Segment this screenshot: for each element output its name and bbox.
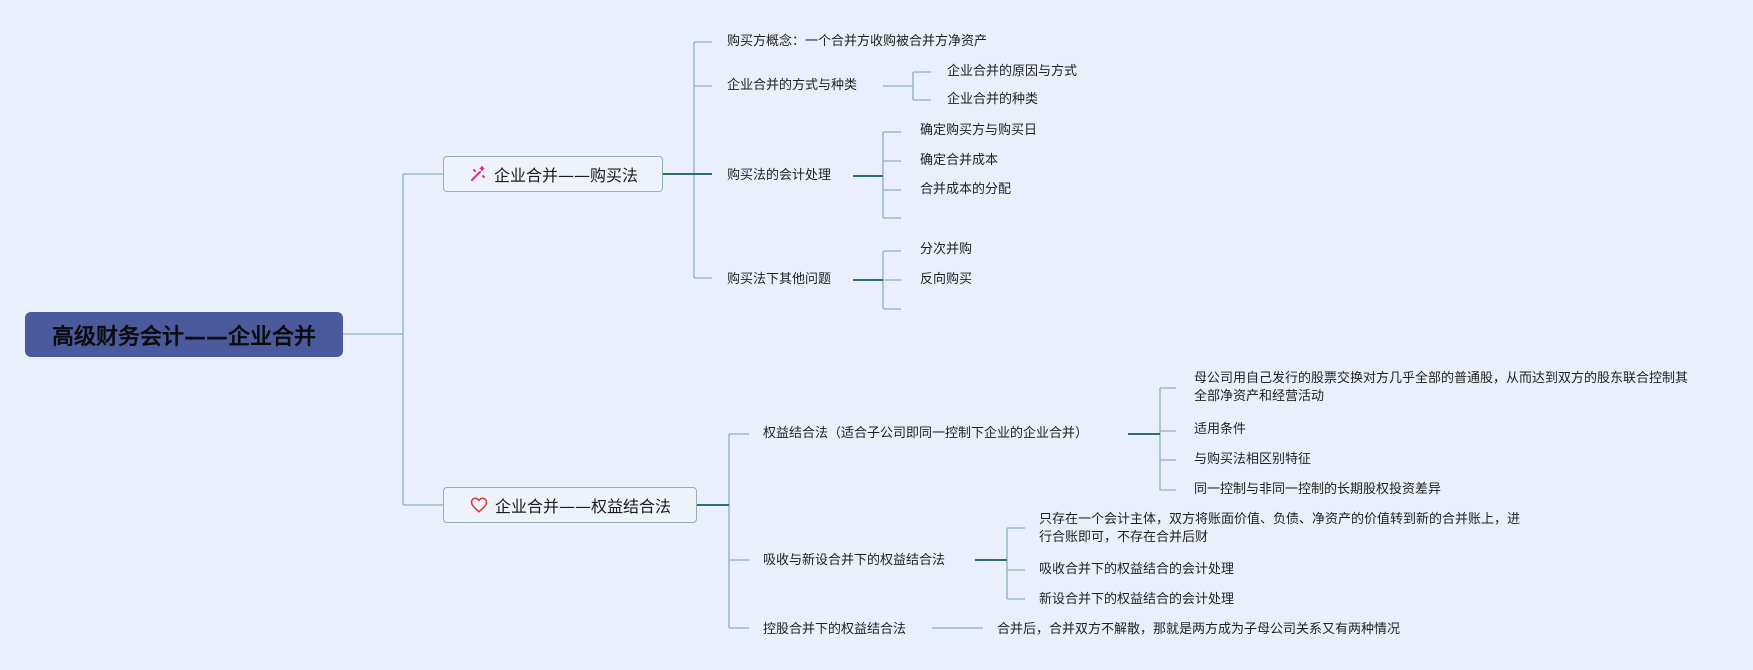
heart-icon bbox=[469, 495, 489, 515]
holding-node[interactable]: 控股合并下的权益结合法 bbox=[763, 621, 906, 639]
branch-purchase-method[interactable]: 企业合并——购买法 bbox=[443, 156, 663, 192]
absorb-node[interactable]: 吸收与新设合并下的权益结合法 bbox=[763, 552, 945, 570]
list-item[interactable]: 母公司用自己发行的股票交换对方几乎全部的普通股，从而达到双方的股东联合控制其全部… bbox=[1194, 370, 1694, 406]
item-label: 确定合并成本 bbox=[920, 153, 999, 168]
item-label: 确定购买方与购买日 bbox=[920, 123, 1038, 138]
root-label: 高级财务会计——企业合并 bbox=[51, 324, 316, 350]
list-item[interactable]: 反向购买 bbox=[920, 271, 972, 289]
list-item[interactable]: 只存在一个会计主体，双方将账面价值、负债、净资产的价值转到新的合并账上，进行合账… bbox=[1039, 511, 1529, 547]
item-label: 分次并购 bbox=[920, 242, 973, 257]
list-item[interactable]: 分次并购 bbox=[920, 241, 972, 259]
list-item[interactable]: 企业合并的原因与方式 bbox=[947, 63, 1077, 81]
concept-node[interactable]: 购买方概念：一个合并方收购被合并方净资产 bbox=[727, 33, 987, 51]
branch-pooling-method[interactable]: 企业合并——权益结合法 bbox=[443, 487, 697, 523]
list-item[interactable]: 与购买法相区别特征 bbox=[1194, 451, 1311, 469]
item-label: 吸收合并下的权益结合的会计处理 bbox=[1039, 562, 1235, 577]
concept-label: 购买方概念：一个合并方收购被合并方净资产 bbox=[727, 34, 988, 49]
list-item[interactable]: 合并后，合并双方不解散，那就是两方成为子母公司关系又有两种情况 bbox=[997, 621, 1400, 639]
list-item[interactable]: 吸收合并下的权益结合的会计处理 bbox=[1039, 561, 1234, 579]
item-label: 同一控制与非同一控制的长期股权投资差异 bbox=[1194, 482, 1442, 497]
item-label: 合并成本的分配 bbox=[920, 182, 1012, 197]
accounting-label: 购买法的会计处理 bbox=[727, 168, 832, 183]
branch-label: 企业合并——购买法 bbox=[493, 166, 638, 185]
method-types-node[interactable]: 企业合并的方式与种类 bbox=[727, 77, 857, 95]
item-label: 新设合并下的权益结合的会计处理 bbox=[1039, 592, 1235, 607]
item-label: 只存在一个会计主体，双方将账面价值、负债、净资产的价值转到新的合并账上，进行合账… bbox=[1039, 512, 1521, 545]
list-item[interactable]: 同一控制与非同一控制的长期股权投资差异 bbox=[1194, 481, 1441, 499]
list-item[interactable]: 确定购买方与购买日 bbox=[920, 122, 1037, 140]
item-label: 反向购买 bbox=[920, 272, 973, 287]
item-label: 适用条件 bbox=[1194, 422, 1247, 437]
method-types-label: 企业合并的方式与种类 bbox=[727, 78, 858, 93]
holding-label: 控股合并下的权益结合法 bbox=[763, 622, 907, 637]
pooling-node[interactable]: 权益结合法（适合子公司即同一控制下企业的企业合并） bbox=[763, 425, 1088, 443]
pooling-label: 权益结合法（适合子公司即同一控制下企业的企业合并） bbox=[763, 426, 1089, 441]
root-node[interactable]: 高级财务会计——企业合并 bbox=[25, 312, 343, 357]
list-item[interactable]: 企业合并的种类 bbox=[947, 91, 1038, 109]
list-item[interactable]: 确定合并成本 bbox=[920, 152, 998, 170]
list-item[interactable]: 适用条件 bbox=[1194, 421, 1246, 439]
list-item[interactable]: 合并成本的分配 bbox=[920, 181, 1011, 199]
other-issues-node[interactable]: 购买法下其他问题 bbox=[727, 271, 831, 289]
item-label: 与购买法相区别特征 bbox=[1194, 452, 1312, 467]
absorb-label: 吸收与新设合并下的权益结合法 bbox=[763, 553, 946, 568]
accounting-node[interactable]: 购买法的会计处理 bbox=[727, 167, 831, 185]
list-item[interactable]: 新设合并下的权益结合的会计处理 bbox=[1039, 591, 1234, 609]
item-label: 合并后，合并双方不解散，那就是两方成为子母公司关系又有两种情况 bbox=[997, 622, 1401, 637]
item-label: 企业合并的种类 bbox=[947, 92, 1039, 107]
branch-label: 企业合并——权益结合法 bbox=[494, 497, 671, 516]
item-label: 母公司用自己发行的股票交换对方几乎全部的普通股，从而达到双方的股东联合控制其全部… bbox=[1194, 371, 1689, 404]
other-issues-label: 购买法下其他问题 bbox=[727, 272, 832, 287]
item-label: 企业合并的原因与方式 bbox=[947, 64, 1078, 79]
sparkle-icon bbox=[468, 164, 488, 184]
